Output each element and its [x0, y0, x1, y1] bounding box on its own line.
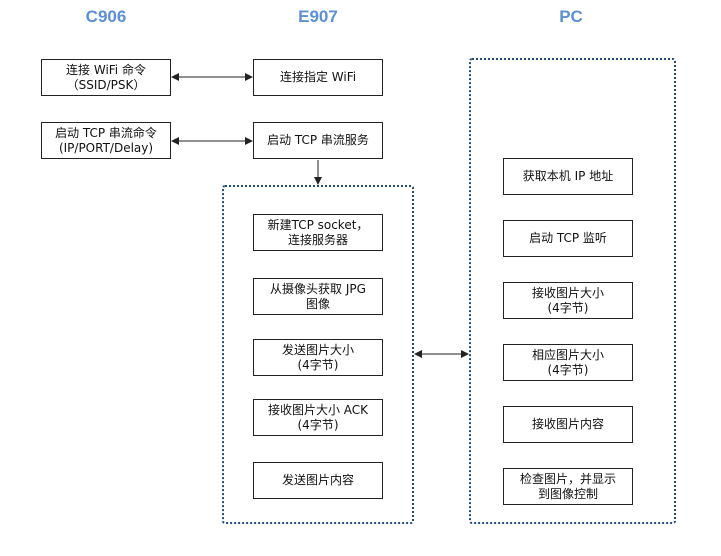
pc-step-start-listen: 启动 TCP 监听 [503, 220, 633, 257]
e907-connect-wifi-box: 连接指定 WiFi [253, 59, 383, 96]
pc-step-respond-size: 相应图片大小 (4字节) [503, 344, 633, 381]
e907-step-get-jpg: 从摄像头获取 JPG 图像 [253, 278, 383, 315]
c906-wifi-command-box: 连接 WiFi 命令 （SSID/PSK） [41, 59, 171, 96]
pc-process-group [469, 58, 676, 524]
e907-step-send-content: 发送图片内容 [253, 462, 383, 499]
pc-step-recv-size: 接收图片大小 (4字节) [503, 282, 633, 319]
e907-step-recv-ack: 接收图片大小 ACK (4字节) [253, 399, 383, 436]
e907-process-group [222, 185, 414, 524]
pc-step-display-image: 检查图片，并显示 到图像控制 [503, 468, 633, 505]
pc-header: PC [559, 7, 583, 26]
pc-step-recv-content: 接收图片内容 [503, 406, 633, 443]
e907-step-new-socket: 新建TCP socket， 连接服务器 [253, 214, 383, 251]
e907-tcp-service-box: 启动 TCP 串流服务 [253, 122, 383, 159]
c906-tcp-command-box: 启动 TCP 串流命令 (IP/PORT/Delay) [41, 122, 171, 159]
e907-header: E907 [298, 7, 338, 26]
c906-header: C906 [85, 7, 127, 26]
pc-step-get-ip: 获取本机 IP 地址 [503, 158, 633, 195]
e907-step-send-size: 发送图片大小 (4字节) [253, 339, 383, 376]
